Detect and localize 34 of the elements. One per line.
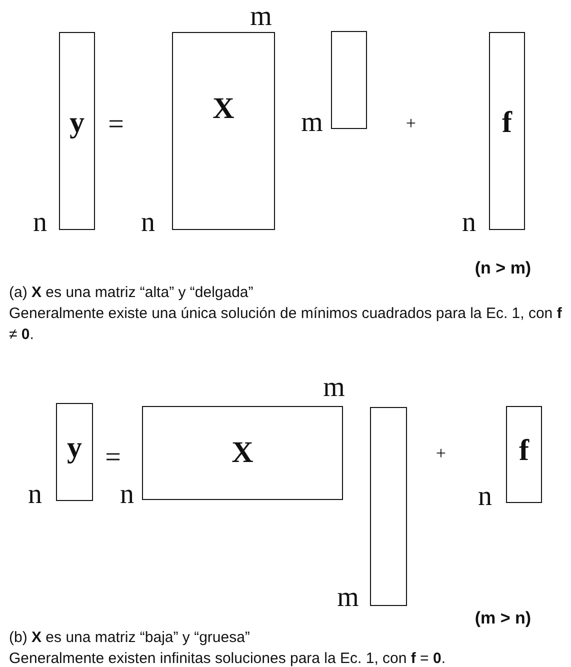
matrix-box <box>172 32 275 230</box>
condition-text: (m > n) <box>474 610 532 626</box>
vector-box <box>331 31 367 129</box>
matrix-symbol: f <box>502 108 512 138</box>
plus-sign: + <box>406 114 416 132</box>
matrix-box <box>142 406 343 500</box>
dimension-label: m <box>337 584 359 612</box>
caption-text: Generalmente existen infinitas soluciones para la Ec. 1, con f = 0. <box>9 649 447 667</box>
dimension-label: n <box>28 481 42 509</box>
matrix-symbol: y <box>67 433 82 463</box>
dimension-label: n <box>120 481 134 509</box>
equals-sign: = <box>105 444 121 472</box>
condition-text: (n > m) <box>474 260 532 276</box>
dimension-label: n <box>33 209 47 237</box>
matrix-symbol: X <box>212 94 234 124</box>
caption-text: (a) X es una matriz “alta” y “delgada” <box>9 283 254 303</box>
plus-sign: + <box>436 444 446 462</box>
dimension-label: n <box>478 483 492 511</box>
matrix-box <box>56 403 93 501</box>
dimension-label: n <box>141 209 155 237</box>
caption-text: (b) X es una matriz “baja” y “gruesa” <box>9 628 251 648</box>
matrix-box <box>506 406 542 503</box>
matrix-symbol: X <box>232 438 254 468</box>
vector-box <box>370 407 407 606</box>
dimension-label: m <box>323 374 345 402</box>
dimension-label: n <box>462 209 476 237</box>
dimension-label: m <box>250 3 272 31</box>
caption-text: Generalmente existe una única solución de mínimos cuadrados para la Ec. 1, con f ≠ 0. <box>9 304 563 345</box>
equals-sign: = <box>108 111 124 139</box>
matrix-symbol: y <box>70 108 84 138</box>
matrix-box <box>59 32 95 230</box>
matrix-box <box>489 32 525 230</box>
matrix-symbol: f <box>519 436 529 466</box>
dimension-label: m <box>301 109 323 137</box>
